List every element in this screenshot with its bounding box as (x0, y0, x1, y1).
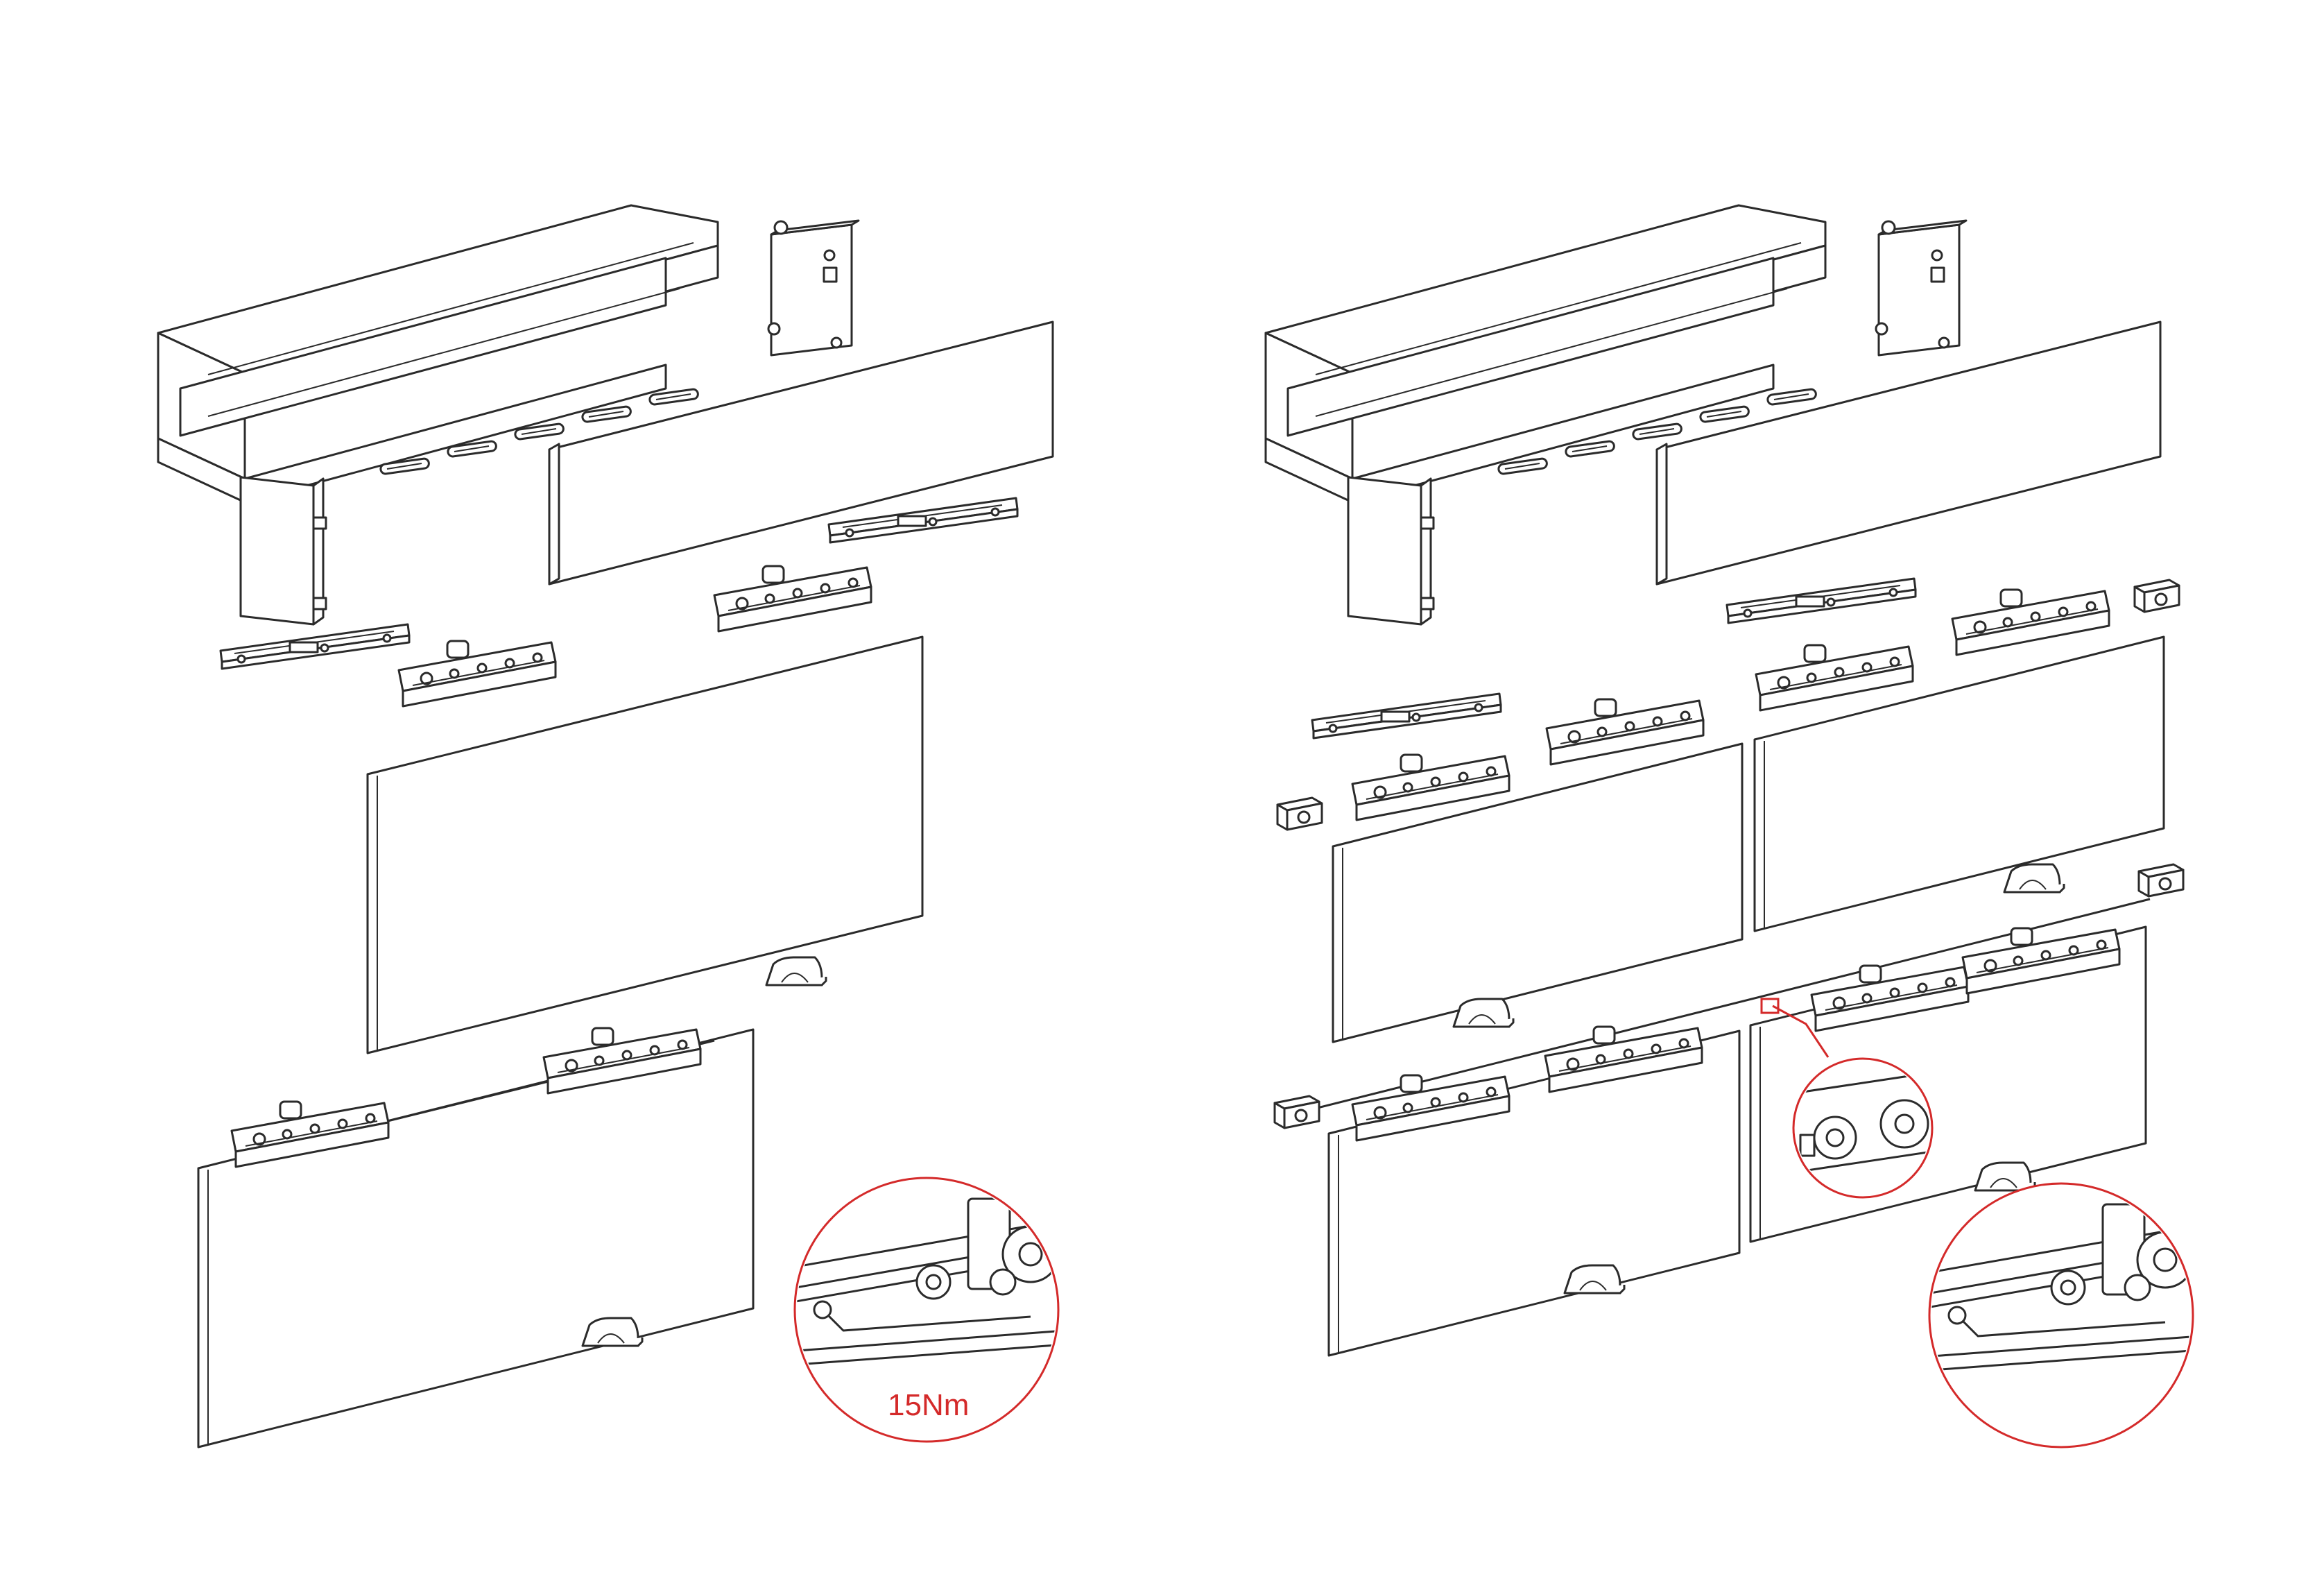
left-assembly: 15Nm (157, 204, 1060, 1448)
left-lower-door-assembly (197, 1027, 755, 1448)
right-end-cap-right (1875, 219, 1968, 357)
left-carriage-2 (713, 565, 872, 633)
left-carriage-1 (397, 640, 557, 708)
top-track-profile (157, 204, 719, 504)
end-cap-right (767, 219, 860, 357)
right-zoom-detail (1928, 1182, 2194, 1448)
left-damper-1 (219, 623, 411, 670)
right-cover-profile (1655, 321, 2162, 586)
end-cap-left (239, 476, 327, 626)
left-zoom-detail: 15Nm (793, 1177, 1060, 1443)
right-small-zoom-detail (1760, 998, 1934, 1199)
cover-profile (548, 321, 1054, 586)
left-floor-guide-1 (765, 956, 827, 986)
right-upper-door-panels (1332, 635, 2185, 1043)
left-upper-door-panel (366, 635, 924, 1054)
right-end-cap-left (1347, 476, 1435, 626)
torque-label: 15Nm (888, 1388, 969, 1422)
right-assembly (1264, 204, 2194, 1448)
right-top-track-profile (1264, 204, 1827, 504)
